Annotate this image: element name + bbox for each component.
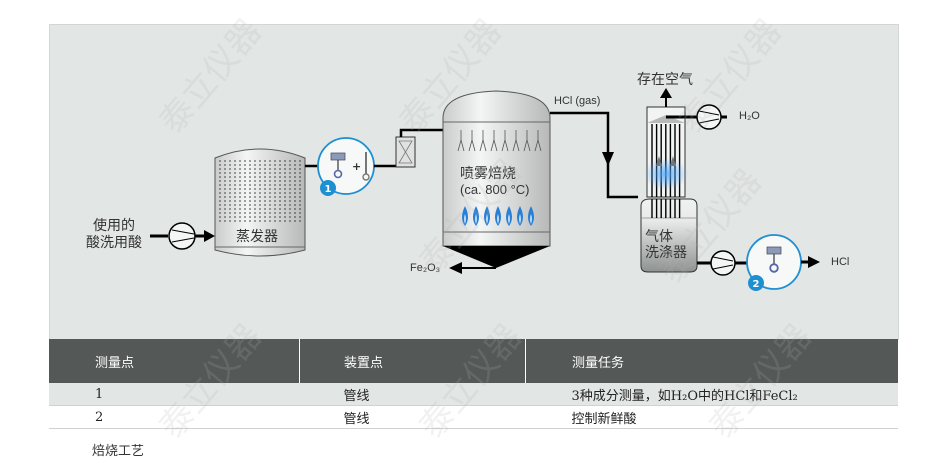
cell-location: 管线 (299, 383, 526, 406)
header-measurement-point: 测量点 (49, 339, 300, 383)
spray-nozzle (501, 130, 509, 152)
spray-nozzle (534, 130, 542, 152)
figure-caption: 焙烧工艺 (92, 444, 145, 459)
fe2o3-label: Fe₂O₃ (410, 262, 441, 274)
flame-icon (495, 206, 501, 226)
cell-location: 管线 (299, 405, 526, 429)
scrubber-label-line2: 洗涤器 (645, 245, 687, 261)
spray-nozzle (479, 130, 487, 152)
sensor-probe-icon (330, 152, 346, 179)
scrubber-column (644, 106, 688, 198)
spent-acid-label-line1: 使用的 (93, 218, 135, 234)
cell-task: 控制新鲜酸 (525, 405, 898, 429)
spray-nozzle (468, 130, 476, 152)
scrubber-label: 气体 洗涤器 (645, 229, 687, 261)
flame-icon (484, 206, 490, 226)
flame-icon (528, 206, 534, 226)
water-pump (666, 104, 727, 130)
header-measurement-task: 测量任务 (525, 339, 898, 383)
roaster-title-label: 喷雾焙烧 (460, 166, 516, 182)
hcl-gas-label: HCl (gas) (554, 95, 601, 107)
measurement-point-1-number: 1 (325, 184, 332, 195)
spray-nozzle (523, 130, 531, 152)
header-installation-point: 装置点 (299, 339, 526, 383)
hcl-out-label: HCl (831, 256, 850, 268)
spray-nozzle (512, 130, 520, 152)
measurement-point-2-number: 2 (753, 279, 760, 290)
evaporator-vessel (214, 148, 306, 257)
thermometer-icon (362, 152, 370, 181)
svg-text:+: + (352, 160, 361, 173)
outlet-pump (710, 250, 736, 276)
evaporator-packing (219, 160, 301, 224)
sensor-probe-icon (766, 246, 782, 273)
gas-scrubber-vessel (640, 198, 698, 273)
scrubber-label-line1: 气体 (645, 229, 673, 245)
measurement-point-2[interactable]: 2 (746, 234, 802, 291)
spray-nozzles (457, 130, 542, 152)
h2o-label: H₂O (739, 110, 760, 122)
burner-flames (462, 206, 534, 226)
flame-icon (506, 206, 512, 226)
spent-acid-label: 使用的 酸洗用酸 (86, 218, 142, 252)
table-row: 1 管线 3种成分测量，如H₂O中的HCl和FeCl₂ (49, 383, 898, 406)
cell-point: 2 (49, 405, 300, 429)
table-row: 2 管线 控制新鲜酸 (49, 405, 898, 429)
roaster-temp-label: (ca. 800 °C) (460, 182, 530, 197)
table-header-row: 测量点 装置点 测量任务 (49, 339, 898, 383)
measurement-point-1[interactable]: + 1 (317, 137, 375, 196)
spray-nozzle (457, 130, 465, 152)
spent-acid-label-line2: 酸洗用酸 (86, 235, 142, 251)
cell-task: 3种成分测量，如H₂O中的HCl和FeCl₂ (525, 383, 898, 406)
feed-pump (150, 222, 215, 250)
spray-nozzle (490, 130, 498, 152)
flame-icon (473, 206, 479, 226)
measurement-table: 测量点 装置点 测量任务 1 管线 3种成分测量，如H₂O中的HCl和FeCl₂… (49, 339, 898, 429)
cell-point: 1 (49, 383, 300, 406)
flame-icon (517, 206, 523, 226)
air-out-label: 存在空气 (637, 72, 693, 88)
spray-roaster (442, 90, 551, 268)
evaporator-label: 蒸发器 (236, 229, 278, 245)
flame-icon (462, 206, 468, 226)
process-diagram: + 1 (150, 88, 820, 291)
